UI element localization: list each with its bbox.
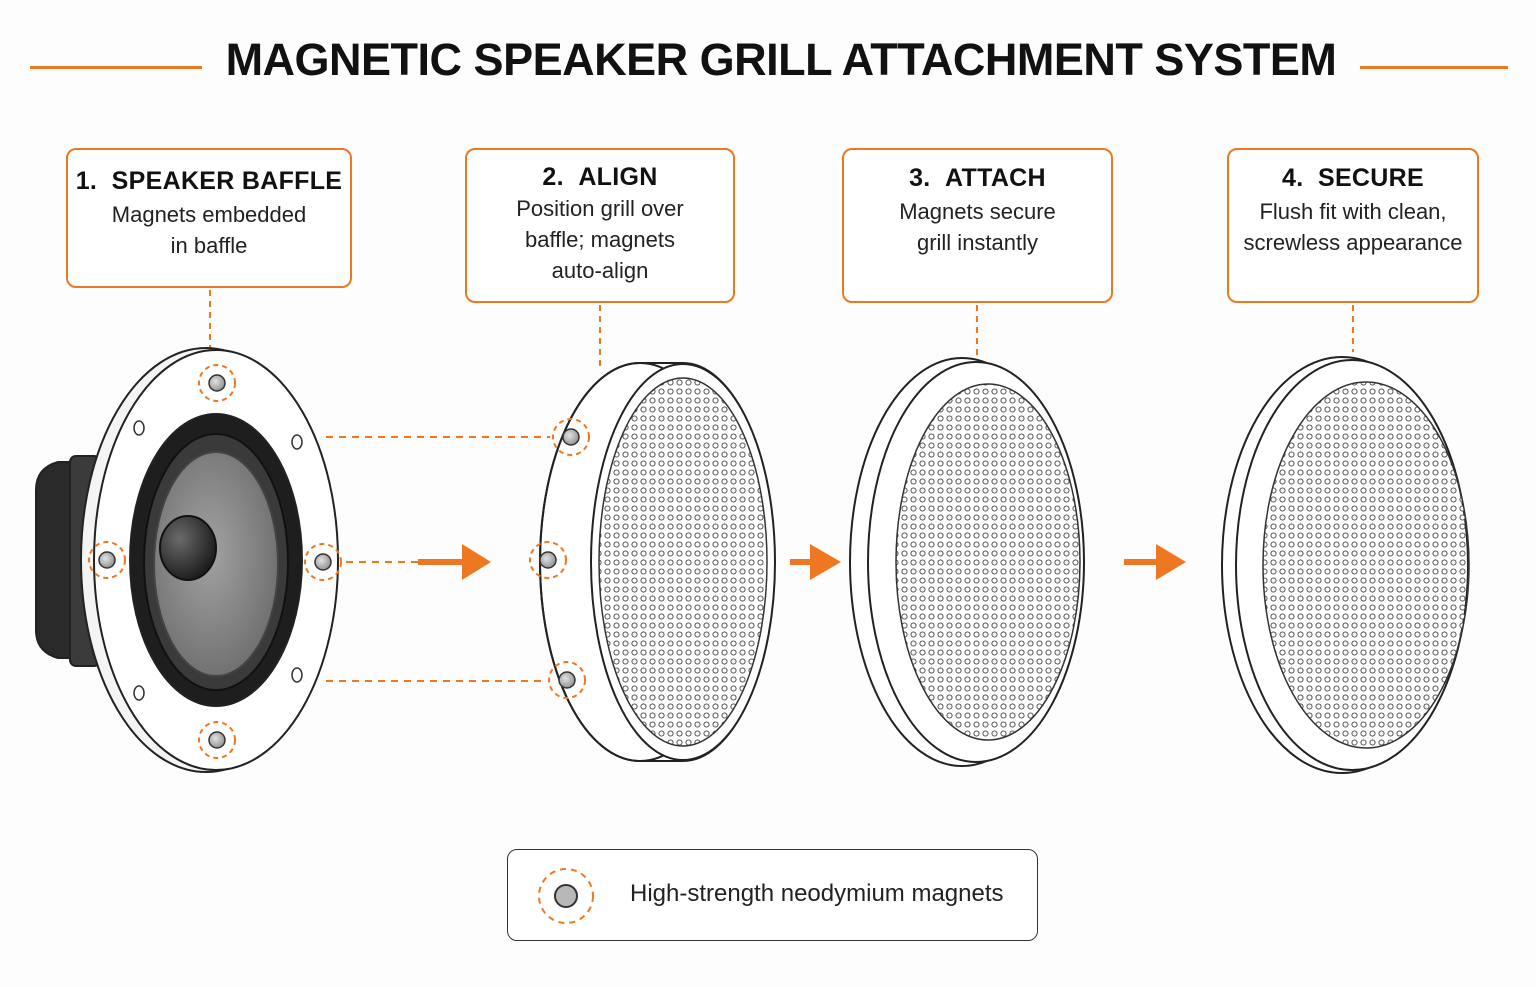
arrow-right-icon <box>418 544 491 580</box>
step-4-description: Flush fit with clean, screwless appearan… <box>1243 199 1463 255</box>
alignment-guides <box>326 436 550 682</box>
grill-perforation <box>895 383 1081 741</box>
title-row: MAGNETIC SPEAKER GRILL ATTACHMENT SYSTEM <box>0 0 1536 120</box>
magnet-icon <box>198 364 236 402</box>
step-1-callout: 1. SPEAKER BAFFLE Magnets embedded in ba… <box>66 148 352 288</box>
step-2-title: 2. ALIGN <box>542 163 658 191</box>
arrow-right-icon <box>790 544 841 580</box>
step-4-title: 4. SECURE <box>1282 164 1424 192</box>
arrow-right-icon <box>1124 544 1186 580</box>
page-title: MAGNETIC SPEAKER GRILL ATTACHMENT SYSTEM <box>225 34 1337 85</box>
step-3-description: Magnets secure grill instantly <box>899 199 1056 255</box>
speaker-dust-cap <box>159 515 217 581</box>
step-2-callout: 2. ALIGN Position grill over baffle; mag… <box>465 148 735 303</box>
baffle-magnets <box>88 364 342 759</box>
title-rule-left <box>30 66 202 69</box>
grill-perforation <box>598 377 768 747</box>
speaker-baffle <box>35 347 339 773</box>
magnet-icon <box>304 543 342 581</box>
step-3-callout: 3. ATTACH Magnets secure grill instantly <box>842 148 1113 303</box>
step-1-title: 1. SPEAKER BAFFLE <box>75 167 343 195</box>
magnet-icon <box>198 721 236 759</box>
magnet-icon <box>538 868 594 924</box>
magnet-icon <box>552 418 590 456</box>
step-3-title: 3. ATTACH <box>909 164 1046 192</box>
grill-secure <box>1221 356 1470 774</box>
grill-magnets <box>529 418 590 699</box>
magnet-icon <box>548 661 586 699</box>
magnet-icon <box>88 541 126 579</box>
title-rule-right <box>1360 66 1508 69</box>
magnet-icon <box>529 541 567 579</box>
step-2-description: Position grill over baffle; magnets auto… <box>516 196 684 283</box>
legend: High-strength neodymium magnets <box>507 849 1038 941</box>
step-1-description: Magnets embedded in baffle <box>111 202 307 258</box>
step-arrows <box>418 544 1186 580</box>
step-4-callout: 4. SECURE Flush fit with clean, screwles… <box>1227 148 1479 303</box>
callout-leaders <box>209 290 1354 368</box>
screw-holes <box>133 420 303 701</box>
legend-label: High-strength neodymium magnets <box>630 880 1004 907</box>
grill-perforation <box>1262 381 1470 749</box>
grill-align <box>539 362 776 762</box>
grill-attach <box>849 357 1085 767</box>
speaker-cone <box>153 451 279 677</box>
